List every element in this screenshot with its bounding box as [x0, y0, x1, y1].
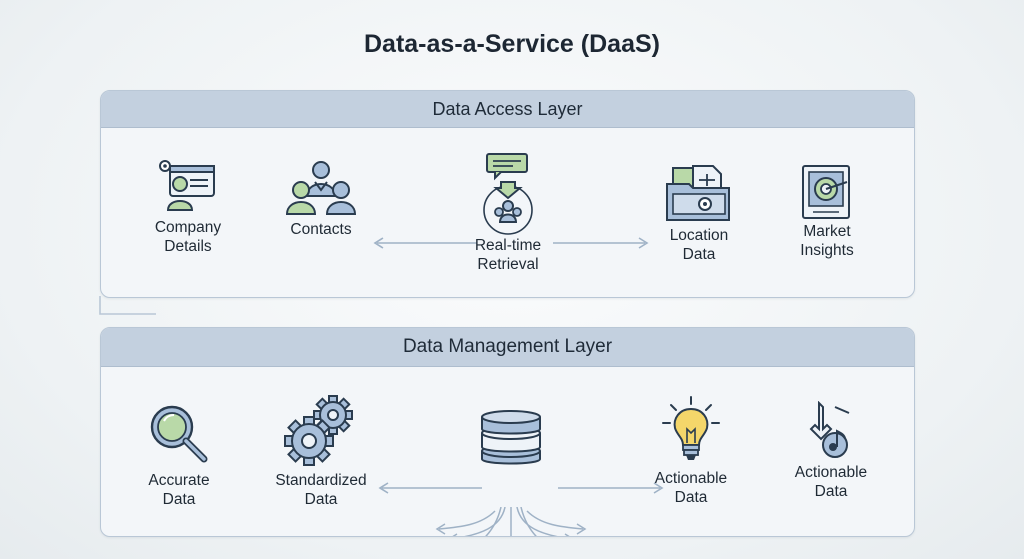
- item-market-insights: Market Insights: [777, 162, 877, 260]
- label-line: Actionable: [654, 470, 728, 487]
- company-profile-icon: [159, 160, 215, 211]
- item-database: [471, 407, 551, 471]
- data-access-layer-body: Company Details Contacts: [101, 128, 914, 297]
- item-accurate-data-label: Accurate Data: [129, 471, 229, 509]
- item-location-data-label: Location Data: [649, 226, 749, 264]
- label-line: Standardized: [275, 472, 367, 489]
- label-line: Data: [162, 491, 196, 508]
- item-company-details: Company Details: [138, 158, 238, 256]
- gears-icon: [284, 395, 353, 466]
- realtime-retrieval-icon: [483, 153, 533, 235]
- data-management-layer-title: Data Management Layer: [101, 328, 914, 367]
- label-line: Retrieval: [477, 256, 539, 273]
- item-accurate-data: Accurate Data: [129, 401, 229, 509]
- label-line: Data: [304, 491, 338, 508]
- contacts-group-icon: [285, 161, 357, 215]
- label-line: Location: [669, 227, 729, 244]
- market-insights-icon: [802, 165, 850, 219]
- label-line: Company: [154, 219, 222, 236]
- item-real-time-retrieval: Real-time Retrieval: [458, 152, 558, 274]
- database-icon: [481, 410, 541, 465]
- magnifier-icon: [150, 405, 208, 463]
- item-real-time-retrieval-label: Real-time Retrieval: [458, 236, 558, 274]
- label-line: Market: [803, 223, 851, 240]
- data-access-layer-title: Data Access Layer: [101, 91, 914, 128]
- item-actionable-data-2: Actionable Data: [781, 401, 881, 501]
- data-access-layer: Data Access Layer Company: [100, 90, 915, 298]
- arrow-left-to-contacts: [373, 237, 477, 249]
- layer-connector: [99, 296, 156, 315]
- item-actionable-data: Actionable Data: [641, 395, 741, 507]
- item-actionable-data-2-label: Actionable Data: [781, 463, 881, 501]
- item-actionable-data-label: Actionable Data: [641, 469, 741, 507]
- label-line: Data: [814, 483, 848, 500]
- item-contacts-label: Contacts: [271, 220, 371, 239]
- arrow-right-to-actionable: [558, 482, 664, 494]
- label-line: Real-time: [474, 237, 542, 254]
- label-line: Actionable: [794, 464, 868, 481]
- data-management-layer-body: Accurate Data: [101, 367, 914, 536]
- item-company-details-label: Company Details: [138, 218, 238, 256]
- label-line: Insights: [800, 242, 854, 259]
- database-distribution-arrows: [435, 507, 587, 536]
- label-line: Data: [674, 489, 708, 506]
- item-standardized-data-label: Standardized Data: [261, 471, 381, 509]
- label-line: Contacts: [290, 221, 352, 238]
- item-location-data: Location Data: [649, 164, 749, 264]
- label-line: Accurate: [148, 472, 210, 489]
- label-line: Details: [164, 238, 212, 255]
- music-note-icon: [809, 401, 850, 458]
- arrow-right-to-location: [553, 237, 649, 249]
- label-line: Data: [682, 246, 716, 263]
- item-market-insights-label: Market Insights: [777, 222, 877, 260]
- data-management-layer: Data Management Layer: [100, 327, 915, 537]
- arrow-left-to-standardized: [378, 482, 482, 494]
- item-standardized-data: Standardized Data: [261, 393, 381, 509]
- diagram-title: Data-as-a-Service (DaaS): [364, 30, 660, 58]
- lightbulb-icon: [662, 396, 720, 460]
- item-contacts: Contacts: [271, 158, 371, 239]
- location-folder-icon: [666, 165, 730, 221]
